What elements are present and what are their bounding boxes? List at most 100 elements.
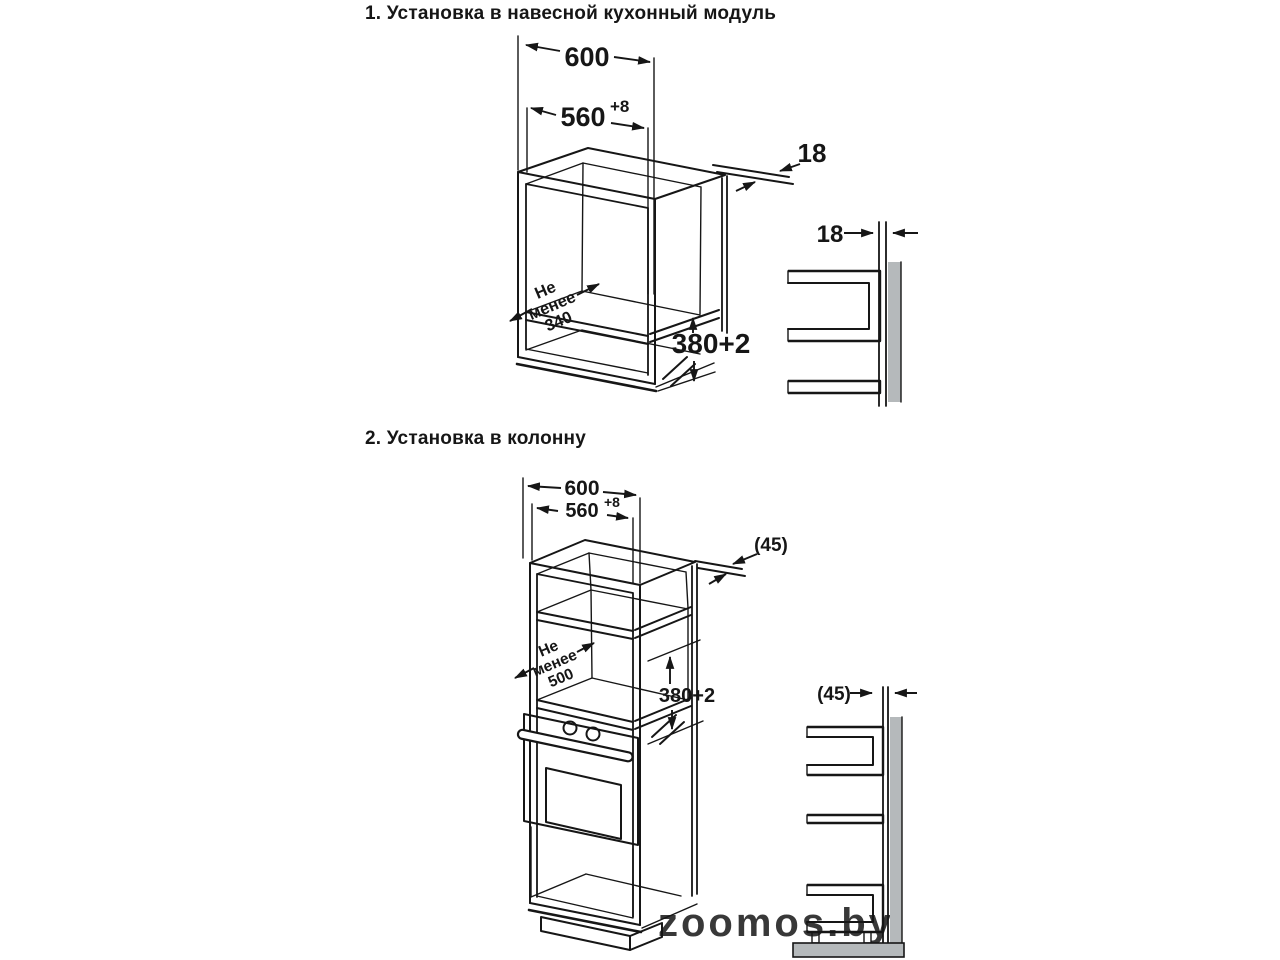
niche-floor-extension — [634, 697, 692, 730]
dim-rear-clearance: (45) — [694, 535, 788, 585]
arrow-down-left — [514, 667, 535, 679]
bottom-shelf — [788, 379, 882, 395]
bottom-reference — [647, 720, 704, 745]
back-edge — [691, 563, 698, 897]
panel-thickness-label: 18 — [798, 138, 827, 168]
dim-min-depth: Не менее 340 — [509, 278, 600, 335]
niche-bracket-inner — [806, 736, 874, 766]
niche-bracket-outer — [788, 269, 882, 343]
diagram2-column: 600 560 +8 (45) Не — [514, 477, 917, 958]
niche-floor-front — [536, 699, 634, 731]
dim-panel-thickness: 18 — [712, 138, 827, 192]
niche-bracket-outer — [807, 725, 885, 777]
dim-min-depth: Не менее 500 — [514, 637, 595, 691]
bottom-edge — [517, 356, 656, 385]
top-face — [517, 147, 726, 200]
min-depth-word1: Не — [536, 637, 561, 661]
upper-interior — [525, 162, 702, 315]
hatch-marks — [651, 714, 685, 745]
wall-section-view: (45) — [792, 684, 917, 958]
diagram1-wall-cabinet: 600 560 +8 18 Не — [509, 35, 918, 407]
arrow-left — [526, 482, 562, 492]
inner-bottom — [536, 895, 634, 919]
arrow-left — [524, 42, 561, 52]
outer-width-label: 600 — [564, 42, 609, 72]
shelf1-front — [536, 611, 634, 640]
top-reference — [647, 639, 701, 662]
side-back-edge — [721, 175, 728, 334]
shelf-surface — [525, 290, 701, 316]
clearance-lines — [694, 560, 746, 577]
arrow-right — [602, 489, 638, 499]
dim-inner-width: 560 +8 — [526, 97, 649, 295]
wall-clearance-label: 18 — [817, 221, 844, 248]
thickness-lines — [712, 164, 794, 185]
wall — [890, 717, 902, 943]
extension-lines — [526, 107, 649, 295]
bottom-edge-outer — [527, 908, 643, 934]
arrow-right — [613, 56, 652, 65]
arrow-up-right — [576, 283, 600, 296]
section1-title: 1. Установка в навесной кухонный модуль — [365, 3, 777, 24]
oven-handle — [516, 728, 634, 763]
niche-height-label: 380+2 — [659, 685, 715, 707]
section2-title: 2. Установка в колонну — [365, 428, 586, 449]
arrow-upper — [732, 553, 758, 565]
niche-floor-surface — [536, 677, 689, 701]
arrow-lower — [708, 573, 727, 585]
side-bottom-cut — [655, 362, 715, 388]
middle-shelf — [807, 813, 885, 825]
oven — [516, 713, 639, 846]
inner-width-tolerance: +8 — [604, 494, 620, 510]
inner-bottom — [525, 348, 649, 374]
shelf1-extension — [634, 606, 692, 639]
lower-bracket-outer — [807, 883, 885, 934]
inner-frame — [525, 183, 649, 376]
shelf-right-extension — [649, 309, 720, 343]
top-interior — [536, 552, 689, 609]
oven-outline — [523, 713, 639, 846]
arrow-lower — [735, 181, 756, 192]
dim-inner-width: 560 +8 — [531, 494, 634, 584]
lower-bracket-inner — [806, 894, 874, 923]
niche-back-wall — [590, 589, 689, 700]
outer-width-label: 600 — [564, 477, 599, 500]
arrow-upper — [778, 162, 801, 172]
column-3d — [516, 539, 698, 951]
dim-outer-width: 600 — [517, 35, 655, 295]
plinth-side — [629, 922, 663, 951]
dim-niche-height: 380+2 — [657, 316, 751, 392]
arrow-down-left — [509, 308, 533, 322]
oven-knob-right — [585, 726, 601, 742]
oven-window — [545, 767, 622, 840]
arrow-left — [529, 107, 557, 116]
inner-width-tolerance: +8 — [610, 97, 629, 116]
niche-bracket-inner — [787, 282, 870, 330]
bottom-reference — [657, 371, 716, 392]
inner-width-label: 560 — [565, 500, 598, 522]
arrow-right — [610, 121, 646, 131]
niche-height-label: 380+2 — [672, 328, 751, 359]
arrow-right — [606, 512, 630, 521]
inner-width-label: 560 — [560, 102, 605, 132]
extension-lines — [531, 503, 634, 584]
wall-clearance-label: (45) — [817, 684, 851, 705]
lower-interior — [525, 329, 701, 355]
bottom-edge — [529, 902, 641, 926]
extension-lines — [522, 477, 641, 584]
dim-niche-height: 380+2 — [647, 639, 715, 745]
bottom-edge-outer — [515, 362, 658, 393]
rear-clearance-label: (45) — [754, 535, 788, 556]
shelf1-surface — [536, 589, 689, 613]
extension-lines — [517, 35, 655, 295]
dim-outer-width: 600 — [522, 477, 641, 584]
lower-compartment — [530, 826, 682, 918]
hatch-marks — [662, 356, 696, 387]
wall-section-view: 18 — [787, 221, 918, 407]
arrow-left — [535, 505, 559, 514]
wall — [888, 262, 901, 402]
floor — [792, 942, 905, 958]
oven-knob-left — [562, 720, 578, 736]
